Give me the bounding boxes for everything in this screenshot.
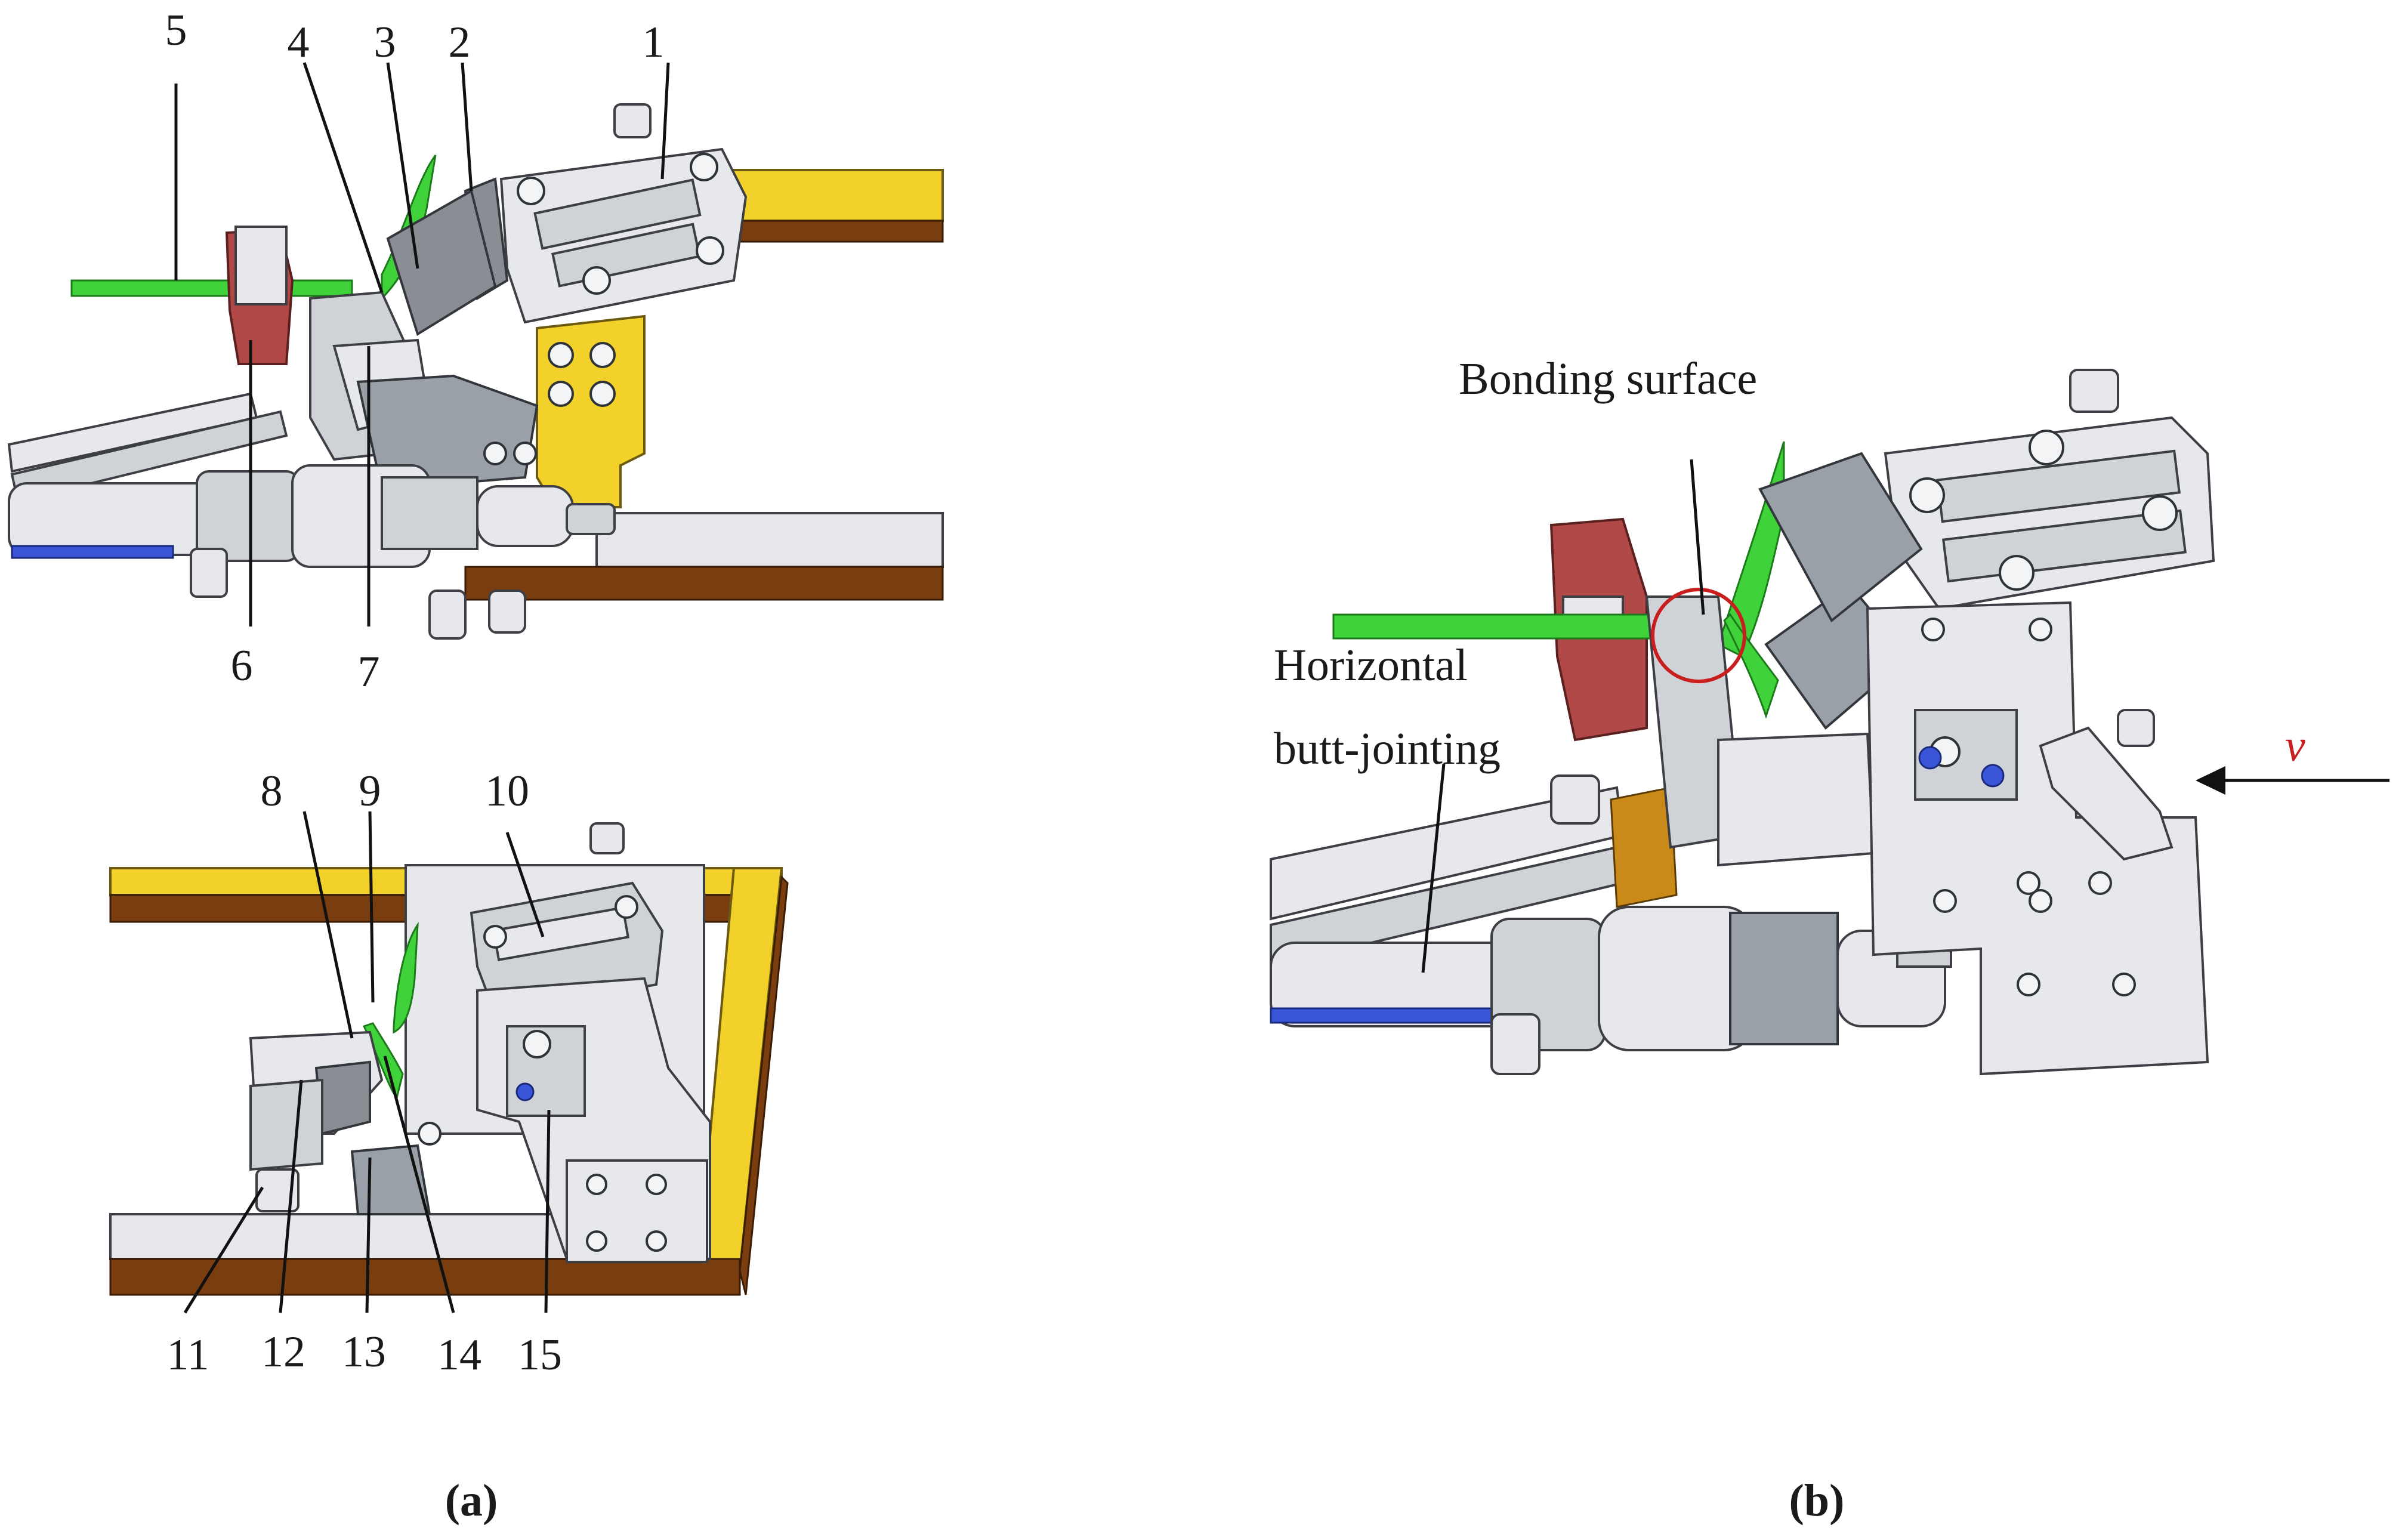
callout-1: 1 (643, 18, 665, 67)
horizontal-label-line1: Horizontal (1274, 640, 1468, 690)
callout-15: 15 (518, 1331, 562, 1379)
panel-a-top-assembly (7, 103, 944, 640)
callout-9: 9 (359, 767, 381, 816)
callout-7: 7 (358, 647, 380, 696)
callout-8: 8 (261, 767, 283, 816)
callout-5: 5 (165, 6, 187, 55)
callout-6: 6 (231, 641, 253, 690)
horizontal-label-line2: butt-jointing (1274, 724, 1501, 774)
callout-13: 13 (342, 1328, 386, 1377)
caption-a: (a) (445, 1476, 498, 1526)
bonding-highlight-circle (1651, 588, 1746, 683)
callout-14: 14 (437, 1331, 481, 1379)
callout-2: 2 (449, 18, 471, 67)
velocity-label: v (2285, 721, 2305, 771)
leader-lines (174, 62, 2389, 1314)
velocity-arrowhead (2196, 766, 2225, 795)
caption-b: (b) (1789, 1476, 1845, 1526)
callout-10: 10 (485, 767, 529, 816)
panel-a-bottom-assembly (109, 822, 789, 1296)
callout-4: 4 (288, 18, 310, 67)
callout-3: 3 (374, 18, 396, 67)
callout-11: 11 (166, 1331, 209, 1379)
callout-12: 12 (261, 1328, 305, 1377)
callouts-top: 1 2 3 4 5 6 7 (165, 6, 665, 696)
panel-b-assembly (1270, 369, 2215, 1076)
bonding-surface-label: Bonding surface (1459, 354, 1757, 404)
callouts-bottom: 8 9 10 11 12 13 14 15 (166, 767, 562, 1379)
